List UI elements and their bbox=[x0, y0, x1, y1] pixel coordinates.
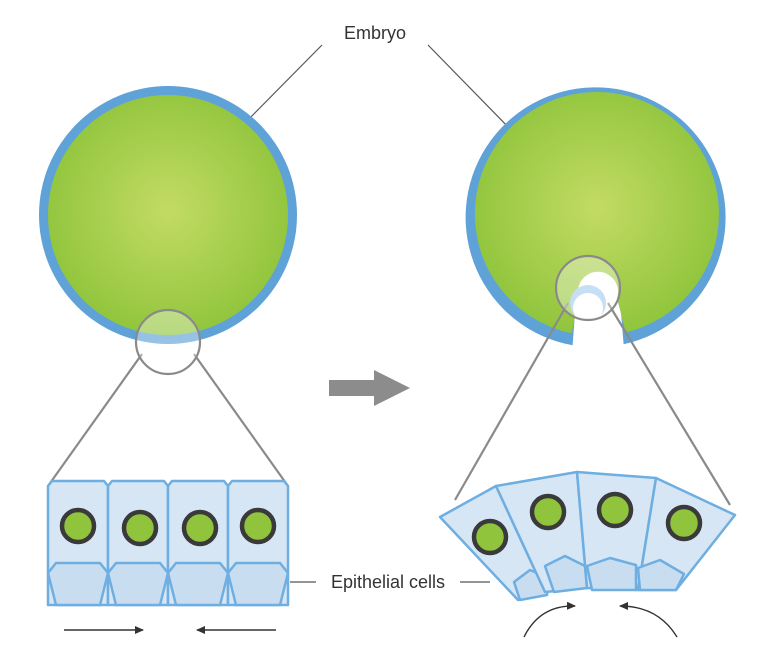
nucleus bbox=[471, 518, 509, 556]
epithelial-cell bbox=[166, 479, 230, 607]
epithelial-cell bbox=[575, 470, 658, 592]
epithelial-cell bbox=[46, 479, 110, 607]
zoom-line-left-b bbox=[193, 353, 289, 487]
zoom-line-right-a bbox=[454, 302, 569, 501]
embryo-before-body bbox=[48, 95, 288, 335]
epithelial-layer-flat bbox=[46, 479, 290, 607]
nucleus bbox=[181, 509, 219, 547]
nucleus bbox=[596, 491, 634, 529]
nucleus bbox=[121, 509, 159, 547]
epithelial-layer-folding bbox=[438, 470, 737, 602]
zoom-line-right-b bbox=[607, 302, 731, 506]
epithelial-cell bbox=[636, 476, 737, 592]
embryo-leader-left bbox=[239, 44, 323, 129]
epithelial-cell bbox=[494, 470, 589, 594]
zoom-lens-before bbox=[134, 308, 202, 376]
curved-arrow-icon bbox=[523, 601, 576, 638]
embryo-leader-right bbox=[427, 44, 516, 135]
curved-arrow-icon bbox=[619, 602, 678, 638]
embryo-after-body bbox=[474, 91, 719, 334]
invagination-cavity bbox=[573, 293, 603, 323]
epithelial-cell bbox=[106, 479, 170, 607]
zoom-lens-after bbox=[554, 254, 622, 322]
epithelial-cells-label: Epithelial cells bbox=[331, 572, 445, 592]
nucleus bbox=[239, 507, 277, 545]
nucleus bbox=[665, 504, 703, 542]
embryo-before bbox=[39, 86, 297, 344]
nucleus bbox=[59, 507, 97, 545]
right-arrow-icon bbox=[329, 370, 410, 406]
nucleus bbox=[529, 493, 567, 531]
epithelial-cell bbox=[226, 479, 290, 607]
embryo-label: Embryo bbox=[344, 23, 406, 43]
zoom-line-left-a bbox=[47, 353, 143, 487]
embryo-after bbox=[465, 87, 726, 346]
